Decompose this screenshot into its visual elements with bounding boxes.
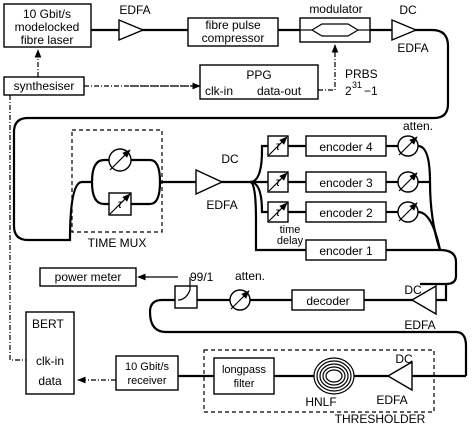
atten-mid-label: atten.	[235, 269, 265, 283]
synthesiser-box: synthesiser	[3, 76, 85, 96]
dc-edfa2-amplifier: DC EDFA	[195, 152, 239, 212]
edfa1-amplifier: EDFA	[118, 3, 151, 42]
laser-box: 10 Gbit/s modelocked fibre laser	[3, 3, 92, 48]
fibre-to-dc-edfa3	[420, 248, 458, 286]
encoder-3-row: τ encoder 3	[267, 171, 398, 193]
filter-line2: filter	[234, 378, 255, 390]
prbs-label-group: PRBS 2 31 −1	[345, 67, 378, 98]
dc-edfa2-dc-label: DC	[221, 152, 239, 166]
prbs-label: PRBS	[345, 67, 378, 81]
fibre-loop-to-time-mux	[12, 28, 450, 242]
decoder-box: decoder	[291, 289, 365, 311]
dc-edfa4-edfa-label: EDFA	[376, 393, 407, 407]
ppg-to-modulator	[318, 44, 339, 91]
mid-attenuator: atten.	[229, 269, 265, 311]
time-mux-delay: τ	[108, 192, 132, 216]
ppg-data-out-label: data-out	[257, 84, 302, 98]
dc-edfa4-amplifier: DC EDFA	[376, 352, 413, 407]
receiver-line1: 10 Gbit/s	[125, 361, 170, 373]
synthesiser-label: synthesiser	[14, 79, 75, 93]
modulator-label: modulator	[309, 2, 362, 16]
encoder-2-label: encoder 2	[319, 206, 373, 220]
filter-line1: longpass	[222, 364, 267, 376]
decoder-label: decoder	[306, 294, 349, 308]
bert-title: BERT	[32, 317, 64, 331]
encoder-attenuators	[397, 135, 419, 223]
encoder-4-label: encoder 4	[319, 140, 373, 154]
thresholder-boundary	[203, 349, 435, 413]
receiver-line2: receiver	[127, 375, 166, 387]
time-mux-attenuator	[108, 148, 132, 172]
ppg-clk-in-label: clk-in	[205, 84, 233, 98]
fibre-split-1	[249, 180, 306, 252]
receiver-box: 10 Gbit/s receiver	[115, 355, 179, 391]
dc-edfa3-edfa-label: EDFA	[404, 318, 435, 332]
dc-edfa2-edfa-label: EDFA	[206, 198, 237, 212]
thresholder-label: THRESHOLDER	[335, 412, 426, 426]
edfa1-label: EDFA	[119, 3, 150, 17]
power-meter-box: power meter	[39, 267, 137, 287]
encoder-3-label: encoder 3	[319, 176, 373, 190]
combiner-2	[417, 210, 442, 251]
prbs-exponent: 31	[352, 80, 362, 90]
laser-line2: modelocked	[15, 20, 80, 34]
atten-top-label: atten.	[403, 119, 433, 133]
coupler-99-1: 99/1	[174, 270, 214, 309]
dc-edfa3-amplifier: DC EDFA	[404, 283, 448, 332]
encoder-1-row: encoder 4 encoder 1	[305, 239, 440, 261]
dc-edfa4-dc-label: DC	[395, 352, 413, 366]
dc-edfa1-edfa-label: EDFA	[397, 41, 428, 55]
laser-line3: fibre laser	[21, 33, 74, 47]
modulator-box: modulator	[299, 2, 371, 43]
dc-edfa1-amplifier: DC EDFA	[391, 3, 429, 55]
encoder-2-row: τ encoder 2	[267, 201, 398, 223]
coupler-label: 99/1	[190, 270, 214, 284]
filter-box: longpass filter	[213, 357, 275, 395]
compressor-line2: compressor	[202, 31, 265, 45]
fibre-to-thresholder	[148, 298, 468, 376]
bert-box: BERT clk-in data	[25, 311, 75, 395]
compressor-line1: fibre pulse	[205, 18, 261, 32]
power-meter-label: power meter	[55, 270, 122, 284]
time-mux-label: TIME MUX	[88, 236, 147, 250]
encoder-4-row: τ encoder 4	[267, 135, 398, 157]
bert-clk-in-label: clk-in	[36, 354, 64, 368]
ppg-box: PPG clk-in data-out	[199, 64, 319, 100]
time-mux-arms	[60, 158, 162, 242]
compressor-box: fibre pulse compressor	[187, 17, 279, 47]
encoder-1-label-text: encoder 1	[319, 244, 373, 258]
hnlf-label: HNLF	[305, 395, 336, 409]
laser-line1: 10 Gbit/s	[23, 7, 71, 21]
prbs-base: 2	[345, 84, 352, 98]
ppg-title: PPG	[246, 68, 271, 82]
time-delay-line2: delay	[277, 235, 304, 247]
fibre-split-4	[249, 144, 268, 184]
dc-edfa1-dc-label: DC	[399, 3, 417, 17]
dc-edfa3-dc-label: DC	[404, 283, 422, 297]
prbs-tail: −1	[364, 84, 378, 98]
time-delay-line1: time	[280, 224, 301, 236]
clock-to-bert	[9, 95, 46, 364]
bert-data-label: data	[38, 374, 62, 388]
hnlf-coil: HNLF	[305, 357, 355, 409]
